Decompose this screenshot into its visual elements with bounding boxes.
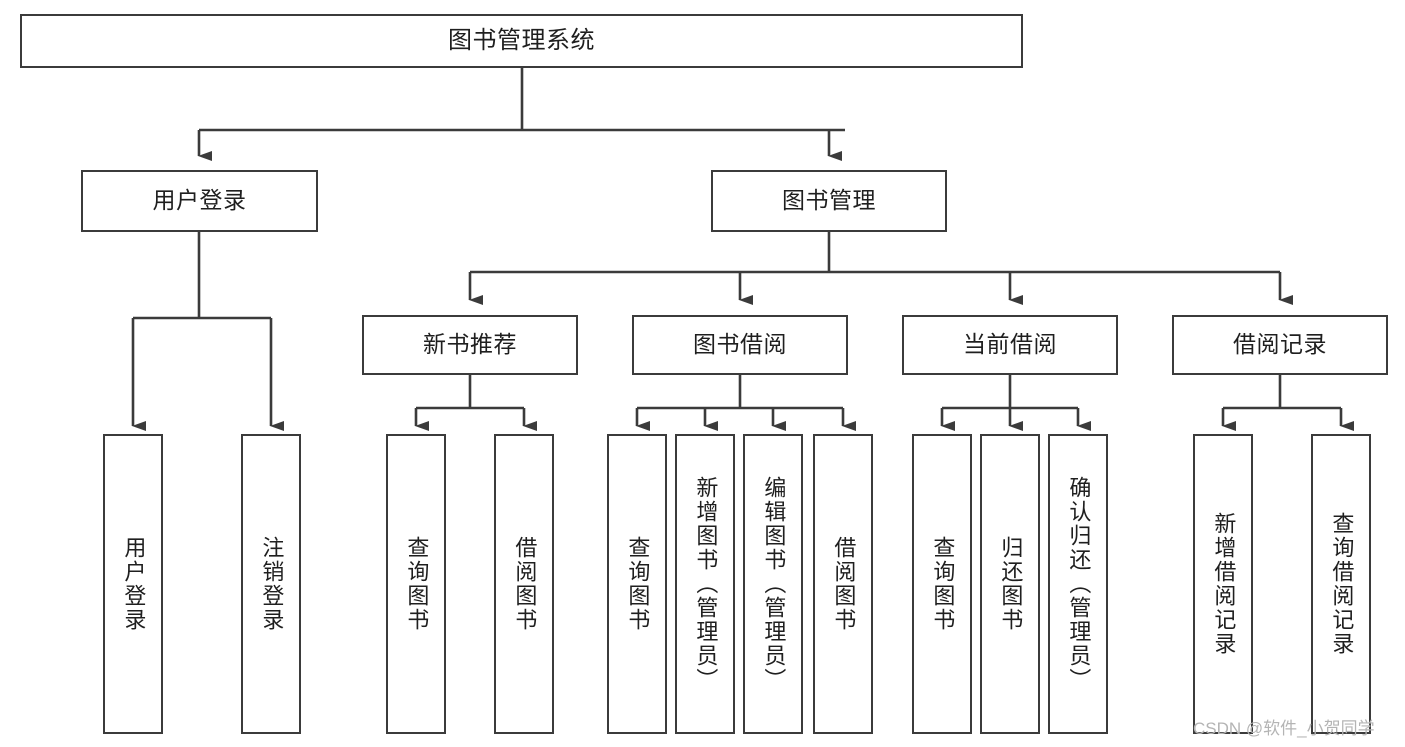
- node-label: 新书推荐: [423, 331, 517, 358]
- node-label: 归还图书: [998, 536, 1024, 632]
- leaf-current-borrow-2[interactable]: 确认归还（管理员）: [1048, 434, 1108, 734]
- node-label: 确认归还（管理员）: [1066, 476, 1092, 692]
- leaf-user-login-0[interactable]: 用户登录: [103, 434, 163, 734]
- leaf-new-book-recommend-1[interactable]: 借阅图书: [494, 434, 554, 734]
- leaf-book-borrow-2[interactable]: 编辑图书（管理员）: [743, 434, 803, 734]
- node-label: 借阅记录: [1233, 331, 1327, 358]
- node-label: 借阅图书: [512, 536, 538, 632]
- node-label: 用户登录: [121, 536, 147, 632]
- node-book-manage[interactable]: 图书管理: [711, 170, 947, 232]
- node-label: 注销登录: [259, 536, 285, 632]
- node-label: 查询图书: [625, 536, 651, 632]
- node-label: 用户登录: [152, 187, 247, 214]
- leaf-book-borrow-0[interactable]: 查询图书: [607, 434, 667, 734]
- leaf-book-borrow-3[interactable]: 借阅图书: [813, 434, 873, 734]
- leaf-book-borrow-1[interactable]: 新增图书（管理员）: [675, 434, 735, 734]
- node-label: 图书管理系统: [448, 26, 595, 54]
- node-root-system[interactable]: 图书管理系统: [20, 14, 1023, 68]
- node-label: 新增借阅记录: [1211, 512, 1237, 656]
- leaf-new-book-recommend-0[interactable]: 查询图书: [386, 434, 446, 734]
- node-label: 新增图书（管理员）: [693, 476, 719, 692]
- node-current-borrow[interactable]: 当前借阅: [902, 315, 1118, 375]
- leaf-user-login-1[interactable]: 注销登录: [241, 434, 301, 734]
- leaf-borrow-record-1[interactable]: 查询借阅记录: [1311, 434, 1371, 734]
- watermark-text: CSDN @软件_小贺同学: [1193, 719, 1375, 738]
- leaf-current-borrow-1[interactable]: 归还图书: [980, 434, 1040, 734]
- node-label: 编辑图书（管理员）: [761, 476, 787, 692]
- node-borrow-record[interactable]: 借阅记录: [1172, 315, 1388, 375]
- leaf-borrow-record-0[interactable]: 新增借阅记录: [1193, 434, 1253, 734]
- node-label: 图书借阅: [693, 331, 787, 358]
- node-label: 查询图书: [930, 536, 956, 632]
- node-label: 图书管理: [782, 187, 876, 214]
- leaf-current-borrow-0[interactable]: 查询图书: [912, 434, 972, 734]
- node-user-login[interactable]: 用户登录: [81, 170, 318, 232]
- node-new-book-recommend[interactable]: 新书推荐: [362, 315, 578, 375]
- node-book-borrow[interactable]: 图书借阅: [632, 315, 848, 375]
- node-label: 借阅图书: [831, 536, 857, 632]
- node-label: 查询图书: [404, 536, 430, 632]
- node-label: 查询借阅记录: [1329, 512, 1355, 656]
- node-label: 当前借阅: [963, 331, 1057, 358]
